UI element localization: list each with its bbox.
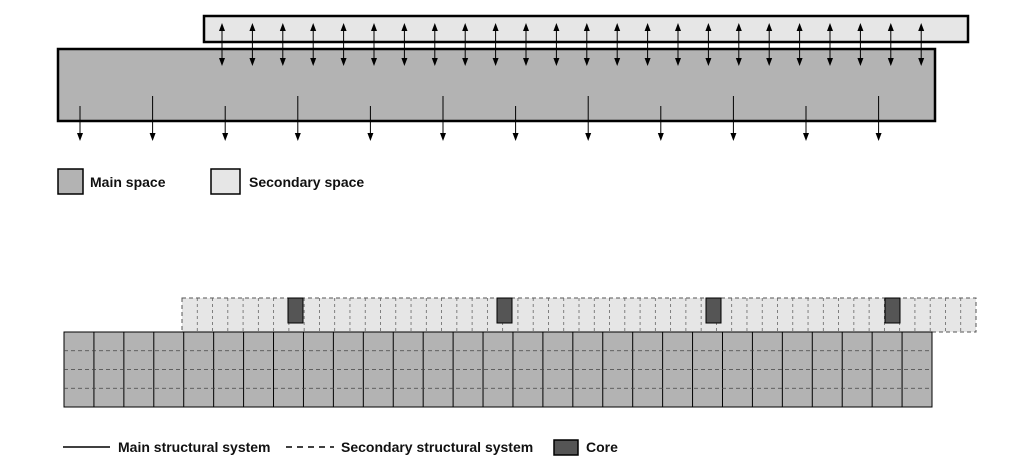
legend-core-swatch	[553, 439, 579, 456]
core-block	[884, 297, 901, 324]
legend-main-space-label: Main space	[90, 174, 166, 190]
core-block	[287, 297, 304, 324]
cores	[287, 297, 901, 324]
legend-secondary-structural-label: Secondary structural system	[341, 439, 533, 455]
legend-secondary-space-swatch	[210, 168, 241, 195]
legend-main-space-swatch	[57, 168, 84, 195]
top-diagram	[56, 14, 970, 141]
bottom-diagram	[63, 297, 977, 408]
main-structural-grid	[64, 332, 932, 407]
top-legend: Main space Secondary space	[57, 168, 364, 195]
bottom-legend: Main structural system Secondary structu…	[63, 439, 618, 456]
main-space-arrows	[77, 96, 882, 141]
secondary-space-arrows	[219, 23, 925, 66]
secondary-space-strip	[202, 14, 970, 44]
core-block	[705, 297, 722, 324]
secondary-structure-strip	[181, 297, 977, 333]
legend-core-label: Core	[586, 439, 618, 455]
core-block	[496, 297, 513, 324]
legend-secondary-space-label: Secondary space	[249, 174, 364, 190]
legend-main-structural-label: Main structural system	[118, 439, 271, 455]
main-space-block	[56, 47, 937, 123]
